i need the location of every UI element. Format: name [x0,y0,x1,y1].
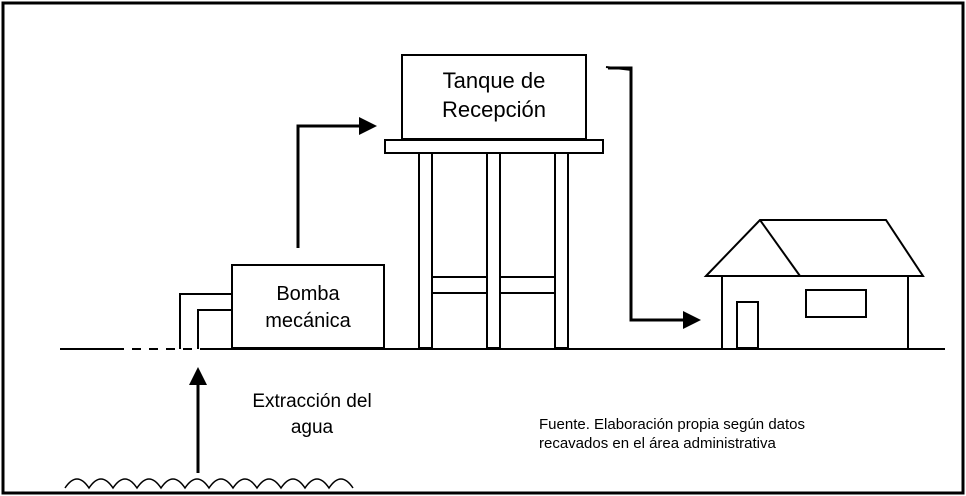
pump-box [231,264,385,349]
tank-label-line-1: Tanque de [442,68,546,93]
pump-label-line-1: Bomba [276,283,340,305]
source-note-line-2: recavados en el área administrativa [539,435,776,452]
extraction-label: Extracción del agua [212,389,412,441]
tank-box [401,54,587,140]
pump-label-line-2: mecánica [265,310,351,332]
intake-pipe [179,293,232,349]
pump-label: Bomba mecánica [232,281,384,335]
tank-label-line-2: Recepción [442,97,546,122]
tank-label: Tanque de Recepción [402,66,586,124]
pump-to-tank-arrow [296,117,377,248]
tower-crossbar [432,276,555,294]
extraction-label-line-1: Extracción del [252,391,372,412]
tower-legs [418,152,569,349]
tank-platform [384,139,604,154]
tank-to-house-arrow [608,66,701,329]
source-note-line-1: Fuente. Elaboración propia según datos [539,416,806,433]
water-waves [64,478,354,490]
extraction-label-line-2: agua [290,417,334,438]
source-note: Fuente. Elaboración propia según datos r… [539,415,961,453]
house [703,219,925,349]
